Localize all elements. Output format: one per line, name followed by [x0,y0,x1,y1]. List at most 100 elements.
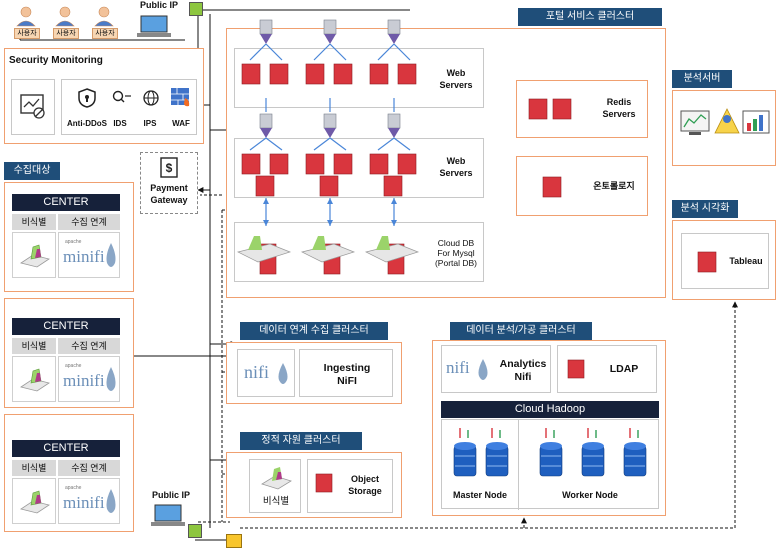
hadoop-title: Cloud Hadoop [441,401,659,418]
web-servers-line1: Web [446,68,466,78]
center-title: CENTER [12,194,120,211]
portal-servers-graphic [236,19,420,275]
payment-line1: Payment [150,183,188,193]
security-title: Security Monitoring [9,55,103,66]
analytics-title: 데이터 분석/가공 클러스터 [450,322,592,340]
user-label: 사용자 [14,28,40,39]
ldap-box: LDAP [557,345,657,393]
ingest-label-box: Ingesting NiFI [299,349,393,397]
deid-cell [12,356,56,402]
visualization-panel: Tableau [672,220,776,300]
collect-link-label: 수집 연계 [58,338,120,354]
security-items-box: Anti-DDoS IDS IPS WAF [61,79,197,135]
collection-title: 수집대상 [4,162,60,180]
analytics-line1: Analytics [499,358,547,370]
minifi-logo: minifi [63,371,105,390]
folder-icon [226,534,242,548]
portal-title: 포털 서비스 클러스터 [518,8,662,26]
tablet-chart-icon [20,244,50,268]
ontology-label: 온토롤로지 [593,181,635,191]
nifi-drop-icon [478,359,488,380]
payment-icon: $ [160,157,178,178]
object-storage-line2: Storage [348,486,382,496]
user-label: 사용자 [53,28,79,39]
ingest-line1: Ingesting [323,362,371,374]
tableau-box: Tableau [681,233,769,289]
static-deid-label: 비식별 [262,496,290,507]
globe-icon [143,90,159,106]
analytics-line2: Nifi [514,371,532,383]
tablet-chart-icon [20,368,50,392]
master-node-label: Master Node [452,490,507,500]
web-servers-line2: Servers [439,80,473,90]
monitor-icon-box [11,79,55,135]
deid-label: 비식별 [12,460,56,476]
ingest-line2: NiFI [337,375,357,387]
hadoop-nodes-box: Master Node Worker Node [441,419,659,510]
center-title: CENTER [12,440,120,457]
shield-icon [78,88,96,108]
public-ip-label-top: Public IP [140,0,179,10]
ingest-title: 데이터 연계 수집 클러스터 [240,322,388,340]
tableau-server-icon [697,251,717,273]
web-servers-line1: Web [446,156,466,166]
redis-line2: Servers [602,109,636,119]
nifi-logo-box: nifi [237,349,295,397]
tablet-chart-icon [261,467,292,490]
ldap-label: LDAP [609,363,639,375]
apache-small-label: apache [65,363,82,369]
minifi-drop-icon [106,489,116,513]
web-servers-line2: Servers [439,168,473,178]
anti-ddos-label: Anti-DDoS [67,119,107,128]
ontology-box: 온토롤로지 [516,156,648,216]
static-title: 정적 자원 클러스터 [240,432,362,450]
cloud-db-line1: Cloud DB [437,238,475,248]
minifi-cell: apache minifi [58,478,120,524]
apache-small-label: apache [65,485,82,491]
tablet-chart-icon [20,490,50,514]
deid-label: 비식별 [12,338,56,354]
collect-link-label: 수집 연계 [58,214,120,230]
object-storage-box: Object Storage [307,459,393,513]
object-storage-line1: Object [350,474,379,484]
router-icon [189,2,203,16]
analysis-server-title: 분석서버 [672,70,732,88]
redis-box: Redis Servers [516,80,648,138]
deid-cell [12,478,56,524]
ontology-server-icon [542,176,562,198]
static-panel: 비식별 Object Storage [226,452,402,518]
redis-server-icon [528,98,572,120]
center-title: CENTER [12,318,120,335]
ldap-server-icon [567,359,585,379]
deid-cell [12,232,56,278]
node-divider [518,420,519,510]
storage-server-icon [315,473,333,493]
static-deid-box: 비식별 [249,459,301,513]
ips-label: IPS [143,119,157,128]
redis-line1: Redis [606,97,632,107]
cloud-db-line2: For Mysql [437,248,475,258]
deid-label: 비식별 [12,214,56,230]
laptop-icon [137,15,171,37]
nifi-logo: nifi [446,358,470,377]
monitor-chart-icon [20,94,45,119]
search-arrow-icon [112,90,131,103]
public-ip-label-bottom: Public IP [152,490,191,500]
cloud-db-line3: (Portal DB) [434,258,478,268]
payment-gateway-box: $ Payment Gateway [140,152,198,214]
nifi-drop-icon [278,363,288,384]
minifi-cell: apache minifi [58,356,120,402]
user-label: 사용자 [92,28,118,39]
minifi-drop-icon [106,367,116,391]
analytics-nifi-box: nifi Analytics Nifi [441,345,551,393]
router-icon [188,524,202,538]
worker-node-label: Worker Node [562,490,618,500]
visualization-title: 분석 시각화 [672,200,738,218]
nifi-logo: nifi [244,362,269,382]
collect-link-label: 수집 연계 [58,460,120,476]
laptop-icon [151,504,185,526]
ingest-panel: nifi Ingesting NiFI [226,342,402,404]
tableau-label: Tableau [729,256,763,266]
minifi-cell: apache minifi [58,232,120,278]
hadoop-db-icons [453,428,647,477]
